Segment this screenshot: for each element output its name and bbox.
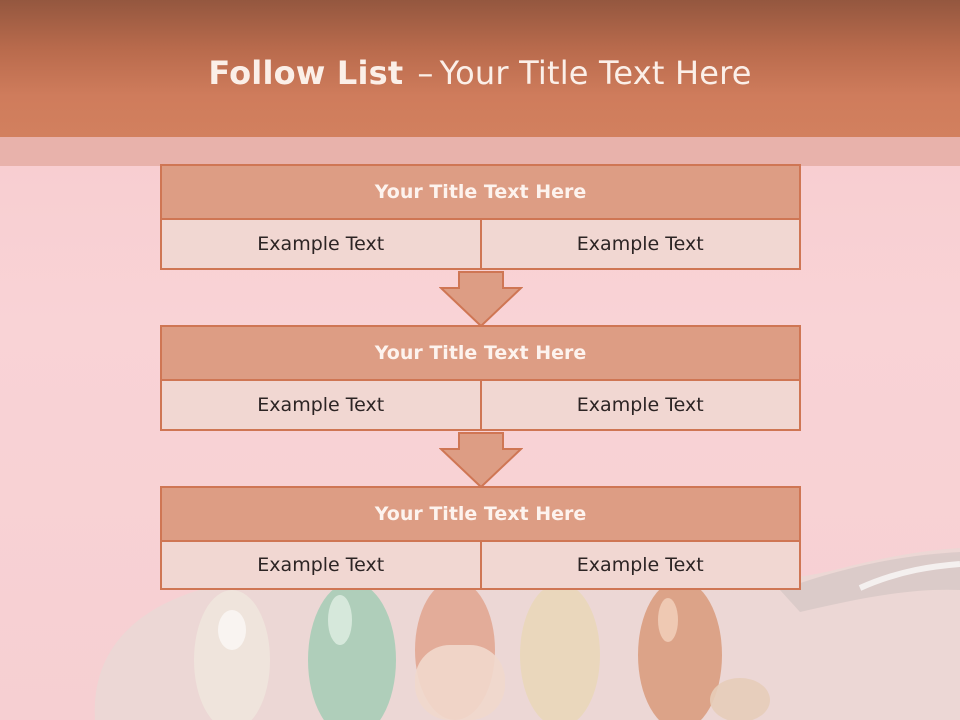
step-block-2: Your Title Text Here Example Text Exampl… — [160, 325, 801, 431]
step-cell-left: Example Text — [160, 542, 482, 590]
step-row: Example Text Example Text — [160, 220, 801, 270]
step-cell-left: Example Text — [160, 381, 482, 431]
title-rest: Your Title Text Here — [439, 54, 752, 92]
title-separator: – — [417, 54, 434, 92]
step-title: Your Title Text Here — [160, 486, 801, 542]
step-row: Example Text Example Text — [160, 381, 801, 431]
slide-header — [0, 0, 960, 137]
step-block-1: Your Title Text Here Example Text Exampl… — [160, 164, 801, 270]
title-bold: Follow List — [208, 54, 404, 92]
step-block-3: Your Title Text Here Example Text Exampl… — [160, 486, 801, 590]
step-cell-right: Example Text — [481, 381, 801, 431]
header-band — [0, 137, 960, 166]
step-title: Your Title Text Here — [160, 164, 801, 220]
step-row: Example Text Example Text — [160, 542, 801, 590]
down-arrow-icon — [439, 271, 523, 328]
slide-title: Follow List–Your Title Text Here — [0, 54, 960, 92]
down-arrow-icon — [439, 432, 523, 489]
step-title: Your Title Text Here — [160, 325, 801, 381]
step-cell-right: Example Text — [481, 542, 801, 590]
step-cell-left: Example Text — [160, 220, 482, 270]
step-cell-right: Example Text — [481, 220, 801, 270]
